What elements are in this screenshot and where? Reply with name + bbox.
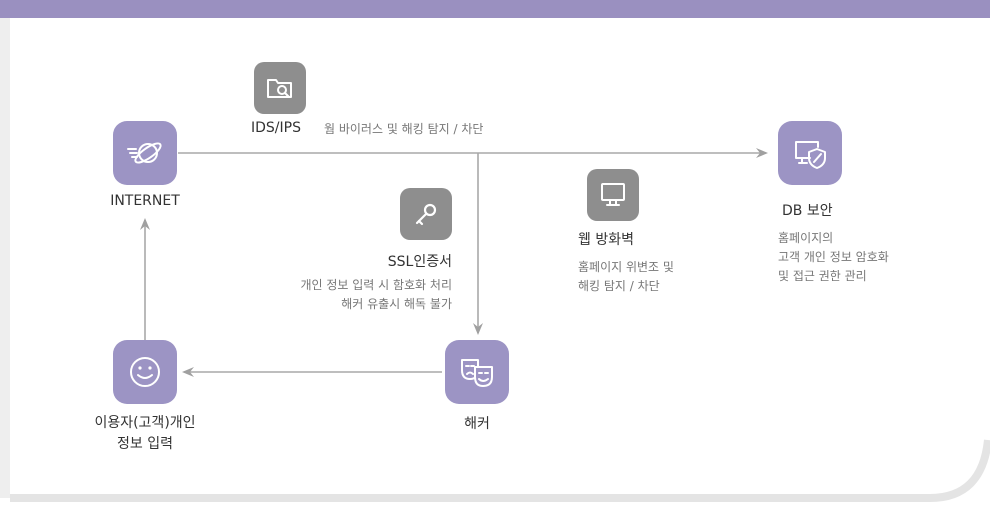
db-security-desc-line: 고객 개인 정보 암호화 xyxy=(778,250,889,264)
left-frame xyxy=(0,18,10,498)
internet-node xyxy=(113,121,177,185)
db-security-desc: 홈페이지의 고객 개인 정보 암호화 및 접근 권한 관리 xyxy=(778,229,889,286)
ids-ips-label: IDS/IPS xyxy=(251,120,301,136)
bottom-frame-curve xyxy=(10,439,990,502)
ssl-desc: 개인 정보 입력 시 함호화 처리 해커 유출시 해독 불가 xyxy=(240,276,452,314)
user-node xyxy=(113,340,177,404)
header-bar xyxy=(0,0,990,18)
db-security-label: DB 보안 xyxy=(782,203,833,219)
user-label-line: 이용자(고객)개인 xyxy=(94,415,196,431)
web-firewall-label: 웹 방화벽 xyxy=(578,232,634,248)
masks-icon xyxy=(461,359,493,387)
web-firewall-control xyxy=(587,169,639,221)
hacker-node xyxy=(445,340,509,404)
ssl-control xyxy=(400,188,452,240)
web-firewall-desc-line: 해킹 탐지 / 차단 xyxy=(578,279,660,293)
ids-ips-desc: 웜 바이러스 및 해킹 탐지 / 차단 xyxy=(324,122,484,136)
smile-face-icon xyxy=(130,357,160,387)
globe-signal-icon xyxy=(127,142,162,164)
db-security-node xyxy=(778,121,842,185)
ssl-desc-line: 해커 유출시 해독 불가 xyxy=(341,297,452,311)
ssl-label: SSL인증서 xyxy=(387,254,452,270)
web-firewall-desc-line: 홈페이지 위변조 및 xyxy=(578,260,674,274)
hacker-label: 해커 xyxy=(464,416,490,432)
monitor-shield-icon xyxy=(795,141,826,169)
key-icon xyxy=(415,203,437,226)
db-security-desc-line: 홈페이지의 xyxy=(778,231,834,245)
ids-ips-control xyxy=(254,62,306,114)
db-security-desc-line: 및 접근 권한 관리 xyxy=(778,269,867,283)
web-firewall-desc: 홈페이지 위변조 및 해킹 탐지 / 차단 xyxy=(578,258,674,296)
monitor-icon xyxy=(601,183,625,206)
internet-label: INTERNET xyxy=(110,193,180,209)
user-label-line: 정보 입력 xyxy=(117,436,173,452)
folder-search-icon xyxy=(267,79,292,98)
user-label: 이용자(고객)개인 정보 입력 xyxy=(75,413,215,455)
ssl-desc-line: 개인 정보 입력 시 함호화 처리 xyxy=(300,278,452,292)
